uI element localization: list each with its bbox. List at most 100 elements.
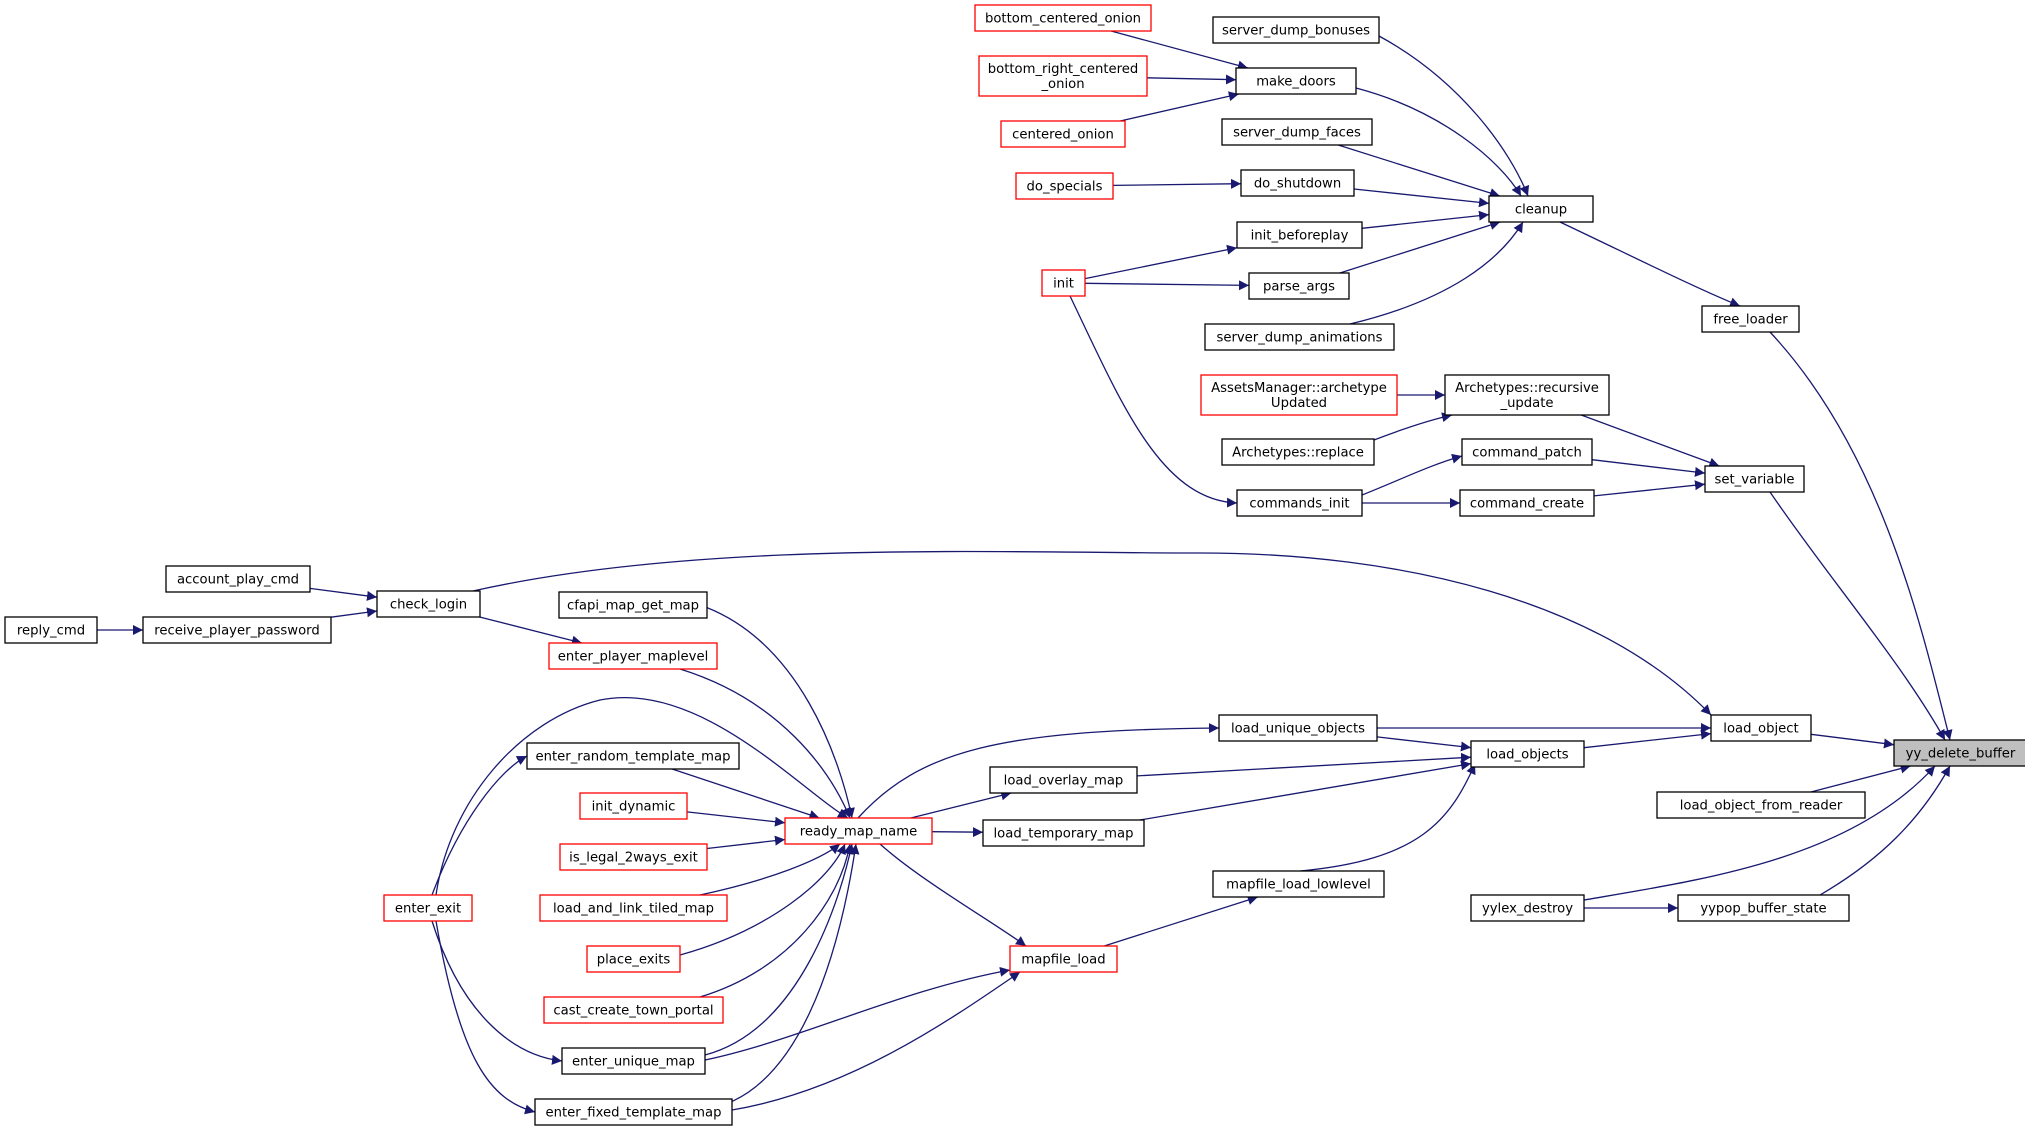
edge-archetypes_recursive_update-to-set_variable xyxy=(1580,414,1720,468)
edge-command_patch-to-set_variable xyxy=(1591,459,1706,477)
node-reply-cmd[interactable]: reply_cmd xyxy=(4,616,98,644)
node-place-exits[interactable]: place_exits xyxy=(586,945,681,973)
node-label: yylex_destroy xyxy=(1482,902,1573,917)
node-load-overlay-map[interactable]: load_overlay_map xyxy=(989,766,1138,794)
node-check-login[interactable]: check_login xyxy=(376,590,481,618)
node-ready-map-name[interactable]: ready_map_name xyxy=(784,817,933,845)
node-box xyxy=(978,55,1148,97)
edge-check_login-to-load_object xyxy=(472,550,1712,716)
node-box xyxy=(1236,221,1363,249)
node-box xyxy=(1240,169,1355,197)
edge-command_create-to-set_variable xyxy=(1593,480,1706,497)
node-server-dump-animations[interactable]: server_dump_animations xyxy=(1204,323,1395,351)
node-label: commands_init xyxy=(1249,497,1349,512)
node-box xyxy=(1701,305,1800,333)
node-load-object-from-reader[interactable]: load_object_from_reader xyxy=(1656,791,1866,819)
node-enter-random-template-map[interactable]: enter_random_template_map xyxy=(526,742,740,770)
node-label: load_object_from_reader xyxy=(1680,799,1843,814)
node-load-temporary-map[interactable]: load_temporary_map xyxy=(982,819,1145,847)
node-bottom-right-centered-onion[interactable]: bottom_right_centered_onion xyxy=(978,55,1148,97)
node-load-object[interactable]: load_object xyxy=(1710,714,1812,742)
node-bottom-centered-onion[interactable]: bottom_centered_onion xyxy=(974,4,1152,32)
node-yylex-destroy[interactable]: yylex_destroy xyxy=(1470,894,1585,922)
node-label: make_doors xyxy=(1256,75,1336,90)
node-server-dump-bonuses[interactable]: server_dump_bonuses xyxy=(1212,16,1380,44)
node-label: AssetsManager::archetype xyxy=(1211,381,1387,396)
node-mapfile-load[interactable]: mapfile_load xyxy=(1009,945,1118,973)
node-label: _update xyxy=(1499,396,1553,411)
node-init-beforeplay[interactable]: init_beforeplay xyxy=(1236,221,1363,249)
edge-enter_exit-to-enter_random_template_map xyxy=(431,755,528,896)
node-enter-exit[interactable]: enter_exit xyxy=(383,894,473,922)
edge-enter_random_template_map-to-ready_map_name xyxy=(671,768,820,820)
node-box xyxy=(165,565,311,593)
node-enter-player-maplevel[interactable]: enter_player_maplevel xyxy=(548,642,718,670)
node-cast-create-town-portal[interactable]: cast_create_town_portal xyxy=(543,996,724,1024)
node-server-dump-faces[interactable]: server_dump_faces xyxy=(1221,118,1373,146)
edge-ready_map_name-to-load_unique_objects xyxy=(857,723,1220,819)
node-load-objects[interactable]: load_objects xyxy=(1470,740,1585,768)
node-archetypes-recursive-update[interactable]: Archetypes::recursive_update xyxy=(1444,374,1610,416)
edge-server_dump_faces-to-cleanup xyxy=(1338,144,1500,198)
node-box xyxy=(561,1047,706,1075)
node-box xyxy=(1470,894,1585,922)
node-label: cfapi_map_get_map xyxy=(567,599,699,614)
node-enter-fixed-template-map[interactable]: enter_fixed_template_map xyxy=(534,1098,733,1126)
node-cleanup[interactable]: cleanup xyxy=(1488,195,1594,223)
edge-cast_create_town_portal-to-ready_map_name xyxy=(699,843,854,998)
node-label: mapfile_load xyxy=(1021,953,1105,968)
node-label: check_login xyxy=(390,598,467,613)
node-parse-args[interactable]: parse_args xyxy=(1248,272,1350,300)
node-account-play-cmd[interactable]: account_play_cmd xyxy=(165,565,311,593)
node-archetypes-replace[interactable]: Archetypes::replace xyxy=(1221,438,1375,466)
edge-enter_unique_map-to-ready_map_name xyxy=(704,843,855,1056)
node-do-shutdown[interactable]: do_shutdown xyxy=(1240,169,1355,197)
node-load-and-link-tiled-map[interactable]: load_and_link_tiled_map xyxy=(539,894,728,922)
node-set-variable[interactable]: set_variable xyxy=(1704,465,1805,493)
node-label: init xyxy=(1053,277,1074,292)
node-box xyxy=(1212,870,1385,898)
edge-enter_exit-to-enter_unique_map xyxy=(431,920,563,1065)
node-centered-onion[interactable]: centered_onion xyxy=(1000,120,1126,148)
node-commands-init[interactable]: commands_init xyxy=(1236,489,1363,517)
node-box xyxy=(1009,945,1118,973)
node-is-legal-2ways-exit[interactable]: is_legal_2ways_exit xyxy=(559,843,708,871)
node-label: yy_delete_buffer xyxy=(1906,747,2016,762)
node-receive-player-password[interactable]: receive_player_password xyxy=(142,616,332,644)
edge-enter_exit-to-ready_map_name xyxy=(435,697,849,896)
edge-archetypes_replace-to-archetypes_recursive_update xyxy=(1373,412,1453,441)
node-command-create[interactable]: command_create xyxy=(1459,489,1595,517)
node-mapfile-load-lowlevel[interactable]: mapfile_load_lowlevel xyxy=(1212,870,1385,898)
node-label: centered_onion xyxy=(1012,128,1114,143)
node-label: mapfile_load_lowlevel xyxy=(1226,878,1371,893)
node-box xyxy=(1200,374,1398,416)
node-label: load_objects xyxy=(1486,748,1568,763)
node-box xyxy=(1236,489,1363,517)
node-free-loader[interactable]: free_loader xyxy=(1701,305,1800,333)
node-label: cleanup xyxy=(1515,203,1567,218)
edge-set_variable-to-yy_delete_buffer xyxy=(1769,491,1946,741)
node-box xyxy=(548,642,718,670)
node-cfapi-map-get-map[interactable]: cfapi_map_get_map xyxy=(558,591,708,619)
node-make-doors[interactable]: make_doors xyxy=(1235,67,1357,95)
node-box xyxy=(1444,374,1610,416)
node-command-patch[interactable]: command_patch xyxy=(1461,438,1593,466)
edge-yypop_buffer_state-to-yy_delete_buffer xyxy=(1819,765,1951,896)
node-label: init_beforeplay xyxy=(1251,229,1349,244)
node-enter-unique-map[interactable]: enter_unique_map xyxy=(561,1047,706,1075)
edge-commands_init-to-command_patch xyxy=(1361,453,1463,496)
node-yypop-buffer-state[interactable]: yypop_buffer_state xyxy=(1677,894,1850,922)
edge-centered_onion-to-make_doors xyxy=(1120,91,1239,122)
node-do-specials[interactable]: do_specials xyxy=(1015,172,1114,200)
node-box xyxy=(579,792,688,820)
node-init[interactable]: init xyxy=(1041,269,1086,297)
node-label: ready_map_name xyxy=(800,825,917,840)
node-label: load_object xyxy=(1723,722,1798,737)
edge-enter_fixed_template_map-to-mapfile_load xyxy=(731,971,1021,1111)
edge-enter_unique_map-to-mapfile_load xyxy=(704,966,1011,1061)
edge-parse_args-to-cleanup xyxy=(1339,220,1501,274)
node-load-unique-objects[interactable]: load_unique_objects xyxy=(1218,714,1378,742)
node-init-dynamic[interactable]: init_dynamic xyxy=(579,792,688,820)
